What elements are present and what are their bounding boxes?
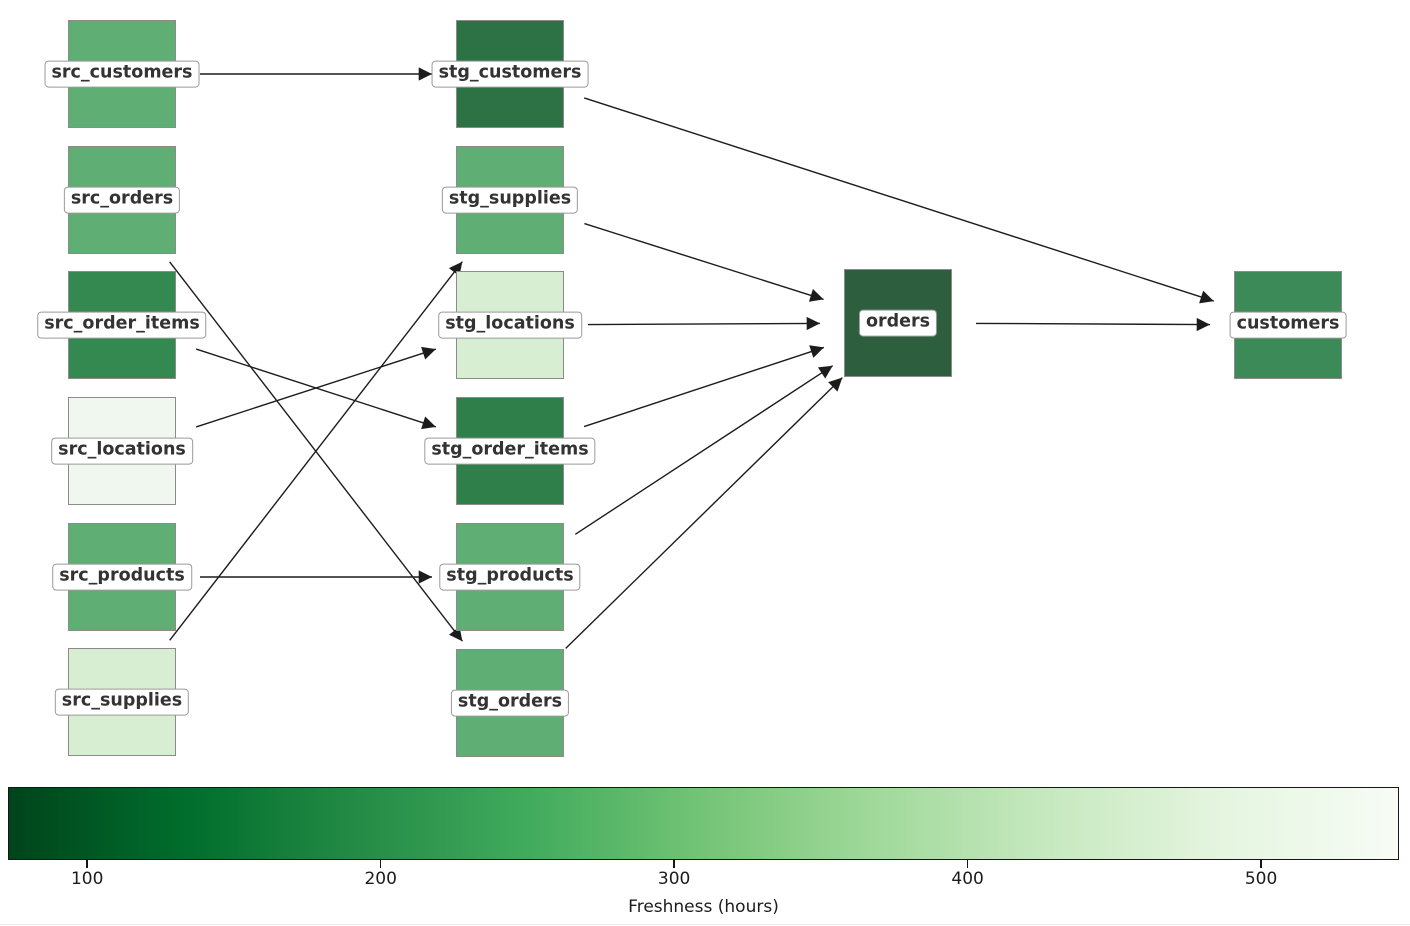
colorbar-tick-label-300: 300 (657, 869, 691, 889)
node-label-src_customers: src_customers (44, 60, 200, 88)
node-label-stg_customers: stg_customers (431, 60, 589, 88)
colorbar-gradient-bar (8, 787, 1399, 860)
figure-bottom-hairline (0, 924, 1410, 925)
colorbar-tick-500 (1260, 860, 1262, 868)
colorbar-tick-200 (379, 860, 382, 868)
edge-stg_products-to-orders (574, 365, 834, 535)
colorbar-tick-400 (966, 860, 969, 868)
edge-src_supplies-to-stg_supplies (169, 261, 463, 641)
edge-stg_order_items-to-orders (583, 345, 825, 428)
colorbar-tick-label-200: 200 (364, 869, 397, 889)
colorbar-axis-label: Freshness (hours) (628, 897, 779, 917)
node-label-stg_products: stg_products (439, 563, 581, 591)
node-label-src_supplies: src_supplies (54, 688, 190, 716)
edge-stg_customers-to-customers (583, 97, 1215, 304)
colorbar-tick-100 (86, 860, 88, 868)
edge-orders-to-customers (975, 317, 1211, 332)
colorbar-tick-label-400: 400 (951, 869, 984, 889)
edge-stg_supplies-to-orders (584, 222, 824, 302)
node-label-src_orders: src_orders (63, 186, 181, 214)
node-label-stg_orders: stg_orders (450, 689, 570, 717)
colorbar-tick-label-500: 500 (1244, 869, 1278, 889)
colorbar-tick-label-100: 100 (70, 869, 104, 889)
node-label-stg_locations: stg_locations (438, 311, 582, 339)
node-label-src_products: src_products (52, 563, 192, 591)
edge-stg_locations-to-orders (587, 316, 821, 331)
colorbar-tick-300 (673, 860, 675, 868)
edge-src_locations-to-stg_locations (195, 346, 437, 428)
node-label-src_locations: src_locations (51, 437, 193, 465)
node-label-src_order_items: src_order_items (37, 311, 207, 339)
edge-stg_orders-to-orders (565, 377, 843, 649)
node-label-stg_order_items: stg_order_items (424, 437, 596, 465)
node-label-customers: customers (1229, 311, 1347, 339)
node-label-stg_supplies: stg_supplies (441, 186, 579, 214)
edge-layer (169, 67, 1215, 649)
node-label-orders: orders (858, 309, 938, 337)
